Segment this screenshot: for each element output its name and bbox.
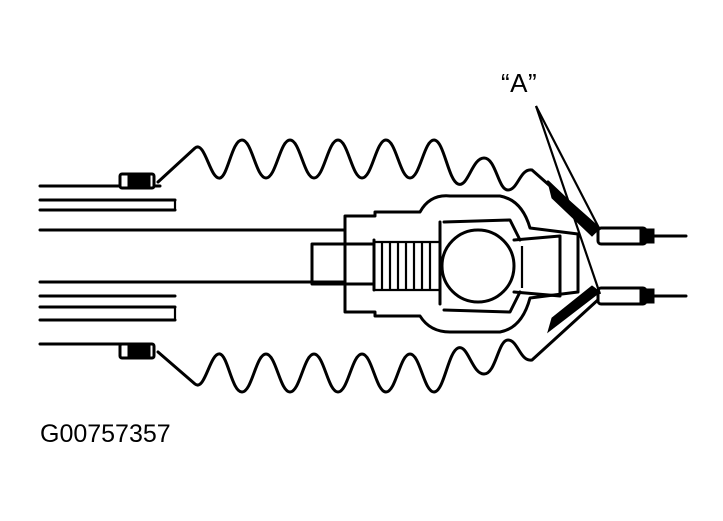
ball-stud bbox=[440, 228, 516, 304]
boot-bellows-lower bbox=[156, 296, 602, 394]
outer-boot-clamp bbox=[547, 180, 655, 334]
rack-shaft bbox=[38, 228, 347, 284]
figure-id: G00757357 bbox=[40, 420, 171, 448]
callout-leader-lines bbox=[534, 105, 602, 295]
inner-boot-clamp bbox=[118, 172, 156, 360]
tie-rod-inner-joint bbox=[310, 194, 580, 334]
thread-lines bbox=[375, 240, 440, 292]
callout-label-a: “A” bbox=[501, 68, 538, 98]
rack-housing bbox=[38, 184, 177, 346]
outer-tie-rod bbox=[652, 234, 688, 298]
boot-bellows-upper bbox=[156, 138, 602, 232]
